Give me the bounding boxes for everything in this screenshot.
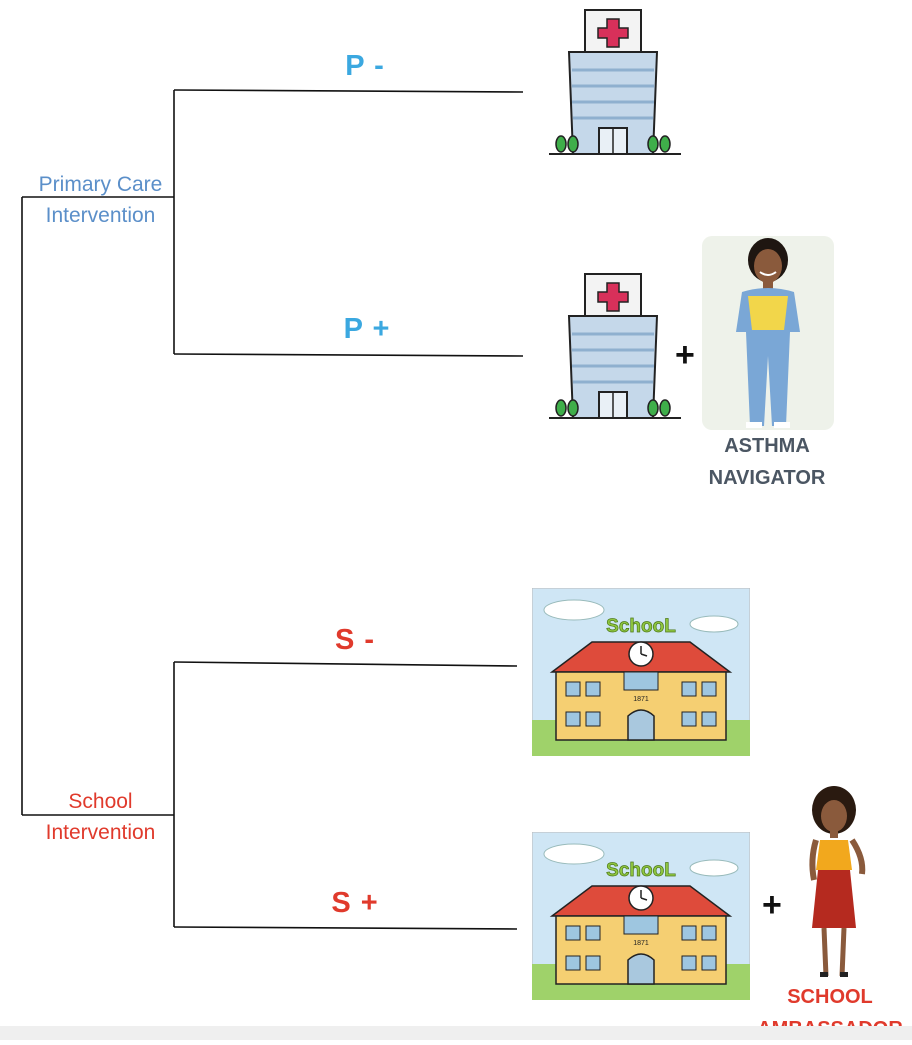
hospital-icon bbox=[549, 273, 681, 419]
arm-label-p-minus: P - bbox=[345, 50, 385, 82]
primary-care-label-line1: Primary Care bbox=[38, 173, 163, 196]
school-ambassador-figure bbox=[809, 786, 866, 977]
asthma-navigator-figure bbox=[702, 236, 834, 430]
arm-label-s-plus: S + bbox=[331, 887, 379, 919]
school-sign: SchooL bbox=[606, 860, 676, 881]
asthma-navigator-line1: ASTHMA bbox=[724, 435, 810, 457]
bottom-strip bbox=[0, 1026, 912, 1040]
arm-label-s-minus: S - bbox=[334, 624, 376, 656]
asthma-navigator-line2: NAVIGATOR bbox=[708, 467, 826, 489]
school-illustration: SchooL 1871 bbox=[532, 588, 750, 756]
hospital-icon bbox=[549, 9, 681, 155]
school-intervention-label-line1: School bbox=[68, 790, 133, 813]
school-ambassador-line1: SCHOOL bbox=[787, 986, 873, 1008]
primary-care-label: Primary Care Intervention bbox=[28, 169, 173, 231]
plus-sign-p-plus: + bbox=[675, 336, 695, 374]
s-minus-line bbox=[173, 661, 518, 667]
school-intervention-label: School Intervention bbox=[28, 786, 173, 848]
p-minus-line bbox=[173, 89, 524, 93]
school-intervention-label-line2: Intervention bbox=[45, 821, 156, 844]
asthma-navigator-label: ASTHMA NAVIGATOR bbox=[692, 430, 842, 494]
school-sign: SchooL bbox=[606, 616, 676, 637]
primary-care-label-line2: Intervention bbox=[45, 204, 156, 227]
school-year: 1871 bbox=[633, 940, 649, 947]
school-year: 1871 bbox=[633, 696, 649, 703]
plus-sign-s-plus: + bbox=[762, 886, 782, 924]
p-plus-line bbox=[173, 353, 524, 357]
school-illustration: SchooL 1871 bbox=[532, 832, 750, 1000]
s-plus-line bbox=[173, 926, 518, 930]
arm-label-p-plus: P + bbox=[343, 313, 391, 345]
